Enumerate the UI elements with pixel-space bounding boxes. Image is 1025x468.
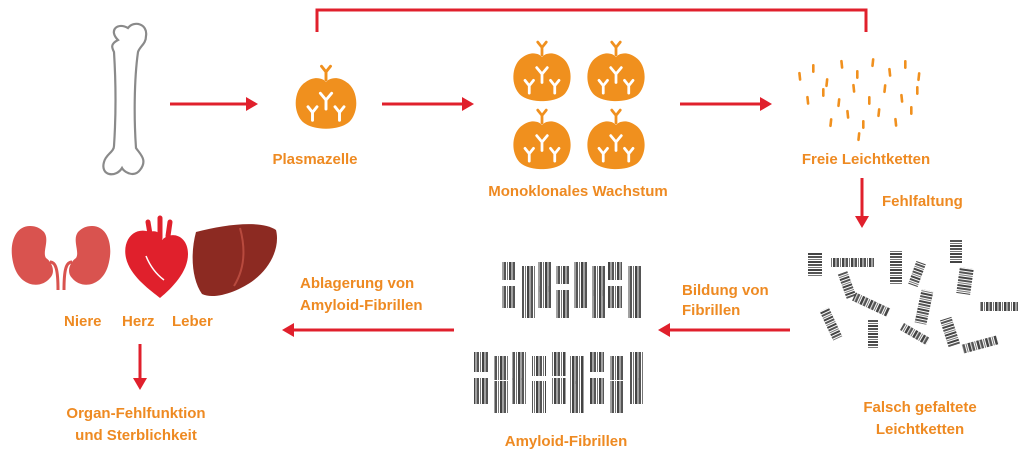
light-chain-dash — [862, 120, 865, 129]
plasma-cell-icon — [294, 64, 358, 131]
fibril-segment — [474, 378, 488, 404]
arrow-cell-to-growth — [382, 97, 474, 111]
fibril-segment — [590, 378, 604, 404]
fibril-segment — [590, 352, 604, 372]
light-chain-dash — [846, 109, 850, 119]
fibril-segment — [494, 381, 508, 413]
fibril-segment — [592, 266, 606, 296]
light-chain-dash — [904, 60, 907, 69]
fibril-segment — [474, 352, 488, 372]
light-chain-dash — [900, 93, 904, 103]
fibril-segment — [512, 378, 526, 404]
misfolded-light-chains-icon — [808, 240, 1018, 354]
arrow-misfolded-to-fibrils — [658, 323, 790, 337]
free-light-chains-icon — [798, 58, 921, 142]
light-chain-dash — [877, 108, 881, 118]
fibril-segment — [532, 356, 546, 376]
fibril-segment — [630, 352, 644, 380]
fibril-segment — [552, 378, 566, 404]
fibril-formation-label-line2: Fibrillen — [682, 302, 740, 319]
misfolded-label-line2: Leichtketten — [876, 421, 964, 438]
light-chain-dash — [852, 83, 856, 93]
light-chain-dash — [868, 96, 871, 105]
fibril-segment — [574, 262, 588, 286]
light-chain-dash — [806, 95, 810, 105]
plasma-cell-icon — [585, 40, 647, 103]
arrow-fibrils-to-organs — [282, 323, 454, 337]
fibril-segment — [538, 262, 552, 292]
arrow-organs-to-outcome — [133, 344, 147, 390]
fibril-segment — [552, 352, 566, 376]
light-chain-dash — [829, 118, 833, 128]
plasma-cell-label: Plasmazelle — [272, 151, 357, 168]
deposition-label-line2: Amyloid-Fibrillen — [300, 297, 423, 314]
free-light-chains-label: Freie Leichtketten — [802, 151, 930, 168]
light-chain-dash — [812, 64, 815, 73]
misfolding-label: Fehlfaltung — [882, 193, 963, 210]
fibril-segment — [608, 262, 622, 280]
kidney-icon — [11, 226, 111, 291]
outcome-label-line1: Organ-Fehlfunktion — [66, 405, 205, 422]
fibril-segment — [592, 290, 606, 318]
fibril-segment — [502, 262, 516, 280]
light-chain-dash — [871, 58, 875, 68]
fibril-segment — [610, 356, 624, 380]
fibril-segment — [570, 381, 584, 413]
fibril-segment — [494, 356, 508, 380]
fibril-segment — [556, 290, 570, 318]
plasma-cell-icon — [511, 40, 573, 103]
light-chain-dash — [798, 71, 802, 81]
deposition-label-line1: Ablagerung von — [300, 275, 414, 292]
light-chain-dash — [910, 106, 913, 115]
light-chain-dash — [917, 72, 921, 82]
fibril-segment — [512, 352, 526, 380]
fibril-segment — [628, 266, 642, 290]
liver-label: Leber — [172, 313, 213, 330]
plasma-cell-icon — [511, 108, 573, 171]
heart-icon — [125, 215, 188, 298]
fibril-segment — [630, 378, 644, 404]
arrow-chains-to-misfolded — [855, 178, 869, 228]
fibril-segment — [538, 286, 552, 308]
monoclonal-cells — [511, 40, 647, 171]
light-chain-dash — [857, 132, 861, 142]
fibril-segment — [522, 266, 536, 290]
light-chain-dash — [825, 78, 829, 88]
misfolded-label-line1: Falsch gefaltete — [863, 399, 976, 416]
light-chain-dash — [888, 67, 892, 77]
fibril-segment — [570, 356, 584, 384]
monoclonal-growth-label: Monoklonales Wachstum — [488, 183, 667, 200]
arrow-growth-to-chains — [680, 97, 772, 111]
fibril-segment — [610, 381, 624, 413]
fibril-formation-label-line1: Bildung von — [682, 282, 769, 299]
liver-icon — [192, 224, 278, 297]
outcome-label-line2: und Sterblichkeit — [75, 427, 197, 444]
bone-icon — [102, 22, 148, 176]
fibril-segment — [522, 290, 536, 318]
light-chain-dash — [894, 117, 898, 127]
light-chain-dash — [916, 86, 919, 95]
fibril-segment — [628, 290, 642, 318]
arrow-bone-to-cell — [170, 97, 258, 111]
feedback-arrow — [315, 8, 868, 32]
light-chain-dash — [840, 59, 844, 69]
amyloid-fibrils-label: Amyloid-Fibrillen — [505, 433, 628, 450]
fibril-segment — [608, 286, 622, 308]
amyloid-fibrils-icon — [474, 262, 644, 413]
fibril-segment — [532, 381, 546, 413]
fibril-segment — [502, 286, 516, 308]
kidney-label: Niere — [64, 313, 102, 330]
fibril-segment — [574, 286, 588, 308]
heart-label: Herz — [122, 313, 155, 330]
plasma-cell-icon — [585, 108, 647, 171]
light-chain-dash — [883, 84, 887, 94]
light-chain-dash — [822, 88, 825, 97]
light-chain-dash — [856, 70, 859, 79]
light-chain-dash — [837, 98, 841, 108]
fibril-segment — [556, 266, 570, 284]
